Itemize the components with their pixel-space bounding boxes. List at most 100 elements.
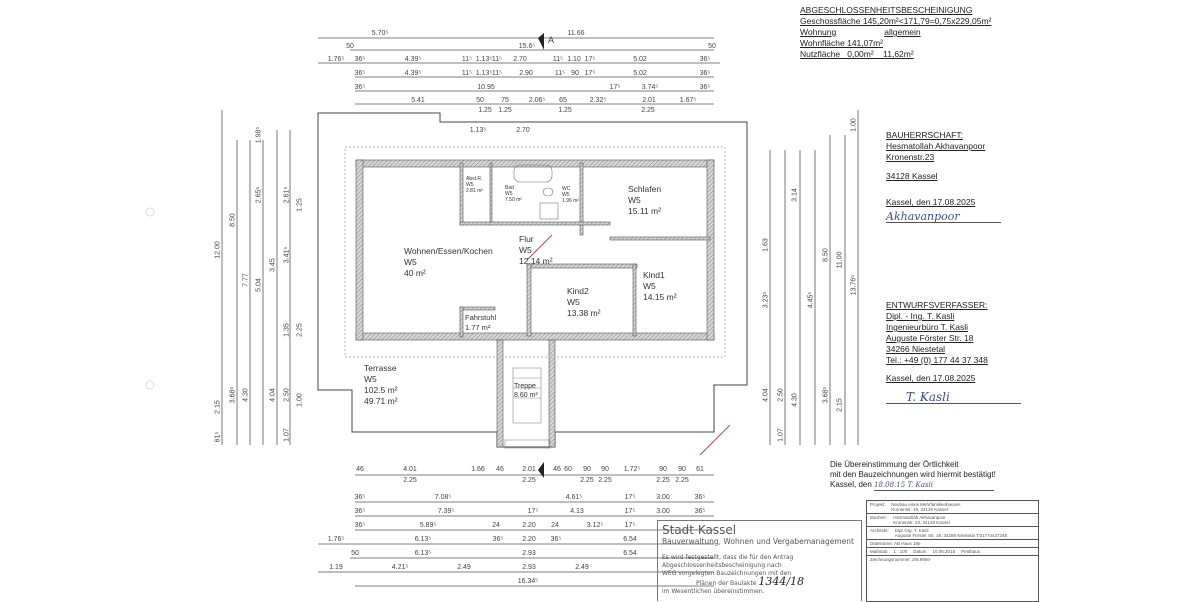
dimension-label-bottom: 3.12⁵ (586, 522, 604, 529)
room-category: W5 (562, 192, 570, 198)
dimension-label-right: 1.63 (762, 238, 770, 252)
title-block-filename: Dateiname: AB Haus 19e (867, 540, 1038, 548)
dimension-label-top: 2.70 (513, 56, 527, 63)
dimension-label-top: 1.13⁵ (475, 56, 493, 63)
dimension-label-bottom: 17⁵ (624, 522, 636, 529)
dimension-label-bottom: 36⁵ (354, 522, 366, 529)
stamp-text: im Wesentlichen übereinstimmen. (662, 588, 765, 595)
dimension-label-left: 2.61⁵ (283, 186, 291, 204)
stamp-authority: Stadt Kassel (662, 523, 737, 537)
dimension-label-left: 4.30 (242, 388, 250, 402)
dimension-label-top: 17⁵ (609, 84, 621, 91)
value: Penthaus (961, 549, 981, 554)
dimension-label-top: 2.32⁵ (589, 97, 607, 104)
confirmation-signature: 18.08.15 T. Kasli (874, 480, 995, 491)
dimension-label-bottom: 7.39⁵ (437, 508, 455, 515)
stamp-department: Bauverwaltung, Wohnen und Vergabemanagem… (662, 537, 854, 546)
room-area: 8.60 m² (514, 392, 538, 399)
room-name: Kind2 (567, 286, 589, 296)
dimension-label-bottom: 90 (601, 466, 609, 473)
room-area: 13.38 m² (567, 308, 601, 318)
binder-hole (145, 207, 155, 217)
room-category: W5 (643, 281, 656, 291)
dimension-label-bottom: 36⁵ (354, 494, 366, 501)
stamp-text: Es wird festgestellt, dass die für den A… (662, 554, 794, 561)
dimension-label-top: 11⁵ (461, 56, 473, 63)
apartment-value: allgemein (884, 27, 921, 37)
dimension-label-top: 5.02 (633, 56, 647, 63)
dimension-label-bottom: 2.93 (522, 564, 536, 571)
dimension-label-left: 2.65⁵ (255, 186, 263, 204)
annotation-mark (526, 234, 553, 261)
dimension-label-right: 8.50 (822, 248, 830, 262)
usable-area: Nutzfläche 0,00m² 11,62m² (800, 49, 914, 59)
dimension-label-top: 11⁵ (552, 56, 564, 63)
room-name: Kind1 (643, 270, 665, 280)
dimension-label-top: 36⁵ (354, 56, 366, 63)
dimension-label-top: 50 (346, 43, 354, 50)
dimension-label-bottom: 1.72⁵ (623, 466, 641, 473)
dimension-label-top: 5.70⁵ (371, 30, 389, 37)
label: Maßstab (870, 549, 888, 554)
certificate-title: ABGESCHLOSSENHEITSBESCHEINIGUNG (800, 5, 973, 15)
dimension-label-top: 2.06⁵ (528, 97, 546, 104)
room-area: 40 m² (404, 268, 426, 278)
dimension-label-top: 1.25 (558, 107, 572, 114)
dimension-label-bottom: 2.25 (522, 477, 536, 484)
dimension-label-left: 2.15 (214, 400, 222, 414)
dimension-label-top: 2.90 (519, 70, 533, 77)
designer-date: Kassel, den 17.08.2025 (886, 373, 976, 383)
dimension-label-top: 4.39⁵ (404, 56, 422, 63)
value: Dipl.-Ing. T. Kasli (894, 528, 929, 533)
room-name: Schlafen (628, 184, 662, 194)
dimension-label-left: 3.45 (269, 258, 277, 272)
room-category: W5 (364, 374, 377, 384)
room-category: W5 (466, 182, 474, 188)
dimension-label-bottom: 1.19 (329, 564, 343, 571)
bath-fixtures (513, 164, 559, 220)
dimension-label-top: 1.13⁵ (469, 127, 487, 134)
dimension-label-bottom: 17⁵ (624, 494, 636, 501)
section-marker-bottom (538, 462, 544, 478)
dimension-label-bottom: 60 (564, 466, 572, 473)
dimension-label-bottom: 2.01 (522, 466, 536, 473)
room-name: Wohnen/Essen/Kochen (404, 246, 493, 256)
dimension-label-bottom: 7.08⁵ (434, 494, 452, 501)
room-name: Abst.R. (466, 176, 483, 182)
stamp-text: Plänen der Baulakte (696, 580, 757, 587)
room-name: Flur (519, 234, 534, 244)
room-area: 15.11 m² (628, 206, 661, 216)
dimension-label-bottom: 36⁵ (694, 494, 706, 501)
dimension-label-right: 1.07 (777, 428, 785, 442)
dimension-label-bottom: 90 (583, 466, 591, 473)
stair-lines (504, 367, 551, 449)
dimension-label-right: 3.14 (791, 188, 799, 202)
dimension-label-bottom: 46 (496, 466, 504, 473)
dimension-label-bottom: 2.25 (580, 477, 594, 484)
dimension-label-bottom: 17⁵ (527, 508, 539, 515)
dimension-label-left: 2.25 (296, 323, 304, 337)
client-name: Hesmatollah Akhavanpoor (886, 141, 986, 151)
dimension-label-left: 5.04 (255, 278, 263, 292)
dimension-label-right: 4.45⁵ (807, 291, 815, 309)
title-block-drawing-number: Zeichnungsnummer: 2/6.9956- (870, 557, 932, 562)
dimension-label-top: 2.25 (641, 107, 655, 114)
annotation-mark (699, 424, 731, 456)
client-city: 34128 Kassel (886, 171, 938, 181)
room-name: Terrasse (364, 363, 397, 373)
room-name: Fahrstuhl (465, 313, 497, 322)
floor-area: Geschossfläche 145,20m²<171,79=0,75x229,… (800, 16, 992, 26)
dimension-label-bottom: 2.93 (522, 550, 536, 557)
dimension-label-bottom: 1.66 (471, 466, 485, 473)
dimension-label-bottom: 2.25 (656, 477, 670, 484)
section-marker-label: A (547, 35, 555, 45)
dimension-label-top: 1.25 (498, 107, 512, 114)
dimension-label-top: 50 (708, 43, 716, 50)
dimension-label-left: 1.98⁵ (255, 126, 263, 144)
living-area: Wohnfläche 141,07m² (800, 38, 884, 48)
